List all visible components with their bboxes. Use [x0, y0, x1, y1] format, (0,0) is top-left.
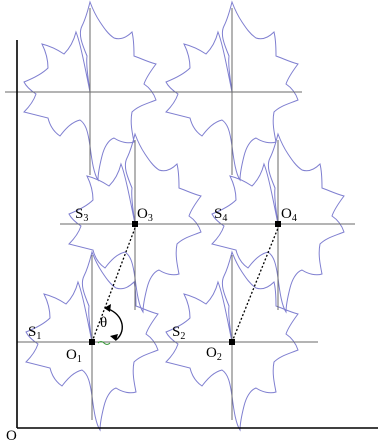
tile-label-s4: S4 — [214, 206, 227, 224]
center-point-o2 — [229, 339, 235, 345]
angle-arrow-top — [104, 304, 111, 312]
translation-line-o2-o4 — [231, 227, 279, 343]
center-label-o1: O1 — [66, 347, 82, 365]
center-label-o2: O2 — [206, 345, 222, 363]
center-point-o4 — [275, 221, 281, 227]
angle-squiggle — [97, 341, 111, 345]
center-point-o1 — [89, 339, 95, 345]
angle-arrow-bottom — [110, 334, 118, 341]
center-point-o3 — [132, 221, 138, 227]
tile-label-s1: S1 — [28, 324, 41, 342]
origin-label: O — [6, 428, 17, 442]
tile-label-s3: S3 — [75, 206, 88, 224]
center-label-o3: O3 — [137, 206, 153, 224]
angle-label-theta: θ — [100, 315, 107, 331]
translation-line-o1-o3 — [91, 227, 136, 343]
center-label-o4: O4 — [281, 206, 297, 224]
tile-label-s2: S2 — [172, 324, 185, 342]
